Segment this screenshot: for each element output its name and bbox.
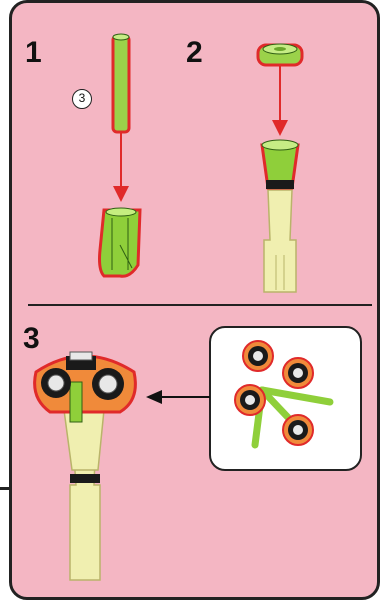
green-rod-icon	[113, 34, 129, 132]
wheel-cap-icon	[258, 44, 302, 65]
column-icon	[262, 140, 298, 292]
arrow-icon	[272, 66, 288, 136]
connector-icon	[100, 208, 141, 276]
arrow-icon	[113, 132, 129, 202]
wheel-cluster-icon	[35, 352, 136, 580]
arrow-icon	[146, 390, 210, 404]
callout-wheel-cluster-icon	[235, 341, 330, 445]
